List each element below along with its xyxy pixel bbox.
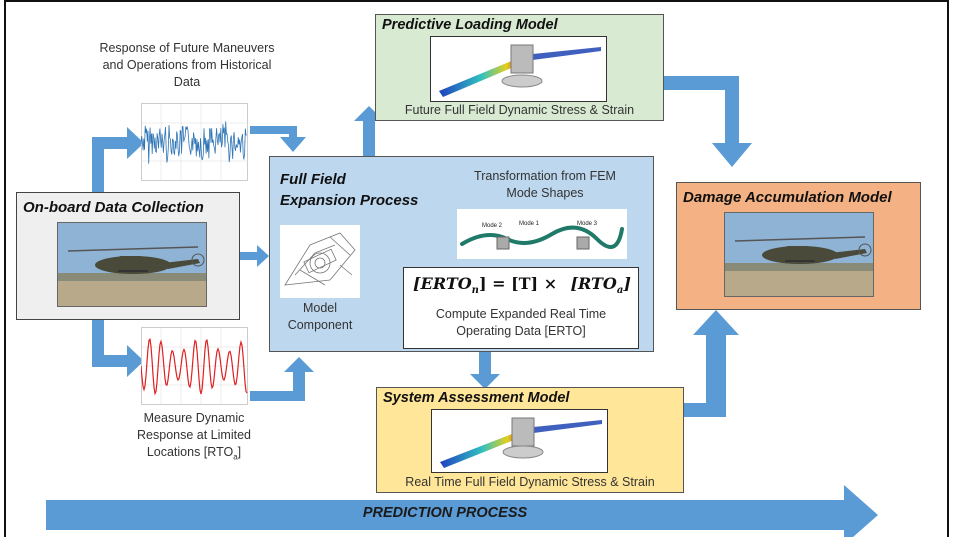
arrow-fullfield-to-system [470,352,500,389]
arrow-system-to-damage [684,310,739,417]
prediction-process-label: PREDICTION PROCESS [362,505,528,521]
prediction-process-arrow [46,485,878,537]
mode-shapes-image: Mode 2 Mode 1 Mode 3 [457,209,627,259]
outer-border [4,0,949,537]
expansion-title: Full Field Expansion Process [280,171,419,209]
mode-label-1: Mode 1 [519,221,540,227]
historical-caption: Response of Future Maneuvers and Operati… [99,41,275,89]
measure-signal-plot [141,327,248,405]
arrow-predictive-to-damage [664,76,752,167]
damage-helicopter-photo [724,212,874,297]
arrow-onboard-to-historical [92,127,144,195]
arrow-onboard-to-measure [92,320,144,377]
onboard-box: On-board Data Collection [16,192,240,320]
damage-box: Damage Accumulation Model [676,182,921,310]
predictive-title: Predictive Loading Model [382,17,558,33]
expansion-box: Full Field Expansion Process Model Compo… [269,156,654,352]
equation-box: [ERTOn] = [T] × [RTOa] Compute Expanded … [403,267,639,349]
onboard-title: On-board Data Collection [23,199,204,216]
helicopter-photo [57,222,207,307]
damage-title: Damage Accumulation Model [683,189,892,206]
diagram-frame: Response of Future Maneuvers and Operati… [4,0,953,537]
compute-caption: Compute Expanded Real Time Operating Dat… [435,307,607,338]
predictive-box: Predictive Loading Model Future Full Fie… [375,14,664,121]
arrow-onboard-to-fullfield [240,245,269,267]
predictive-fem-image [430,36,607,102]
model-component-caption: Model Component [287,301,353,332]
arrow-measure-to-fullfield [250,357,314,401]
mode-label-3: Mode 3 [577,221,598,227]
arrows-layer [46,76,878,537]
transformation-caption: Transformation from FEM Mode Shapes [474,169,616,200]
system-caption: Real Time Full Field Dynamic Stress & St… [405,475,655,489]
system-fem-image [431,409,608,473]
measure-caption: Measure Dynamic Response at Limited Loca… [137,411,251,462]
equation: [ERTOn] = [T] × [RTOa] [413,274,631,297]
arrow-historical-to-fullfield [250,126,306,152]
system-box: System Assessment Model Real Time Full F… [376,387,684,493]
system-title: System Assessment Model [383,390,570,406]
model-component-image [280,225,360,298]
historical-signal-plot [141,103,248,181]
predictive-caption: Future Full Field Dynamic Stress & Strai… [404,103,635,117]
mode-label-2: Mode 2 [482,223,503,229]
